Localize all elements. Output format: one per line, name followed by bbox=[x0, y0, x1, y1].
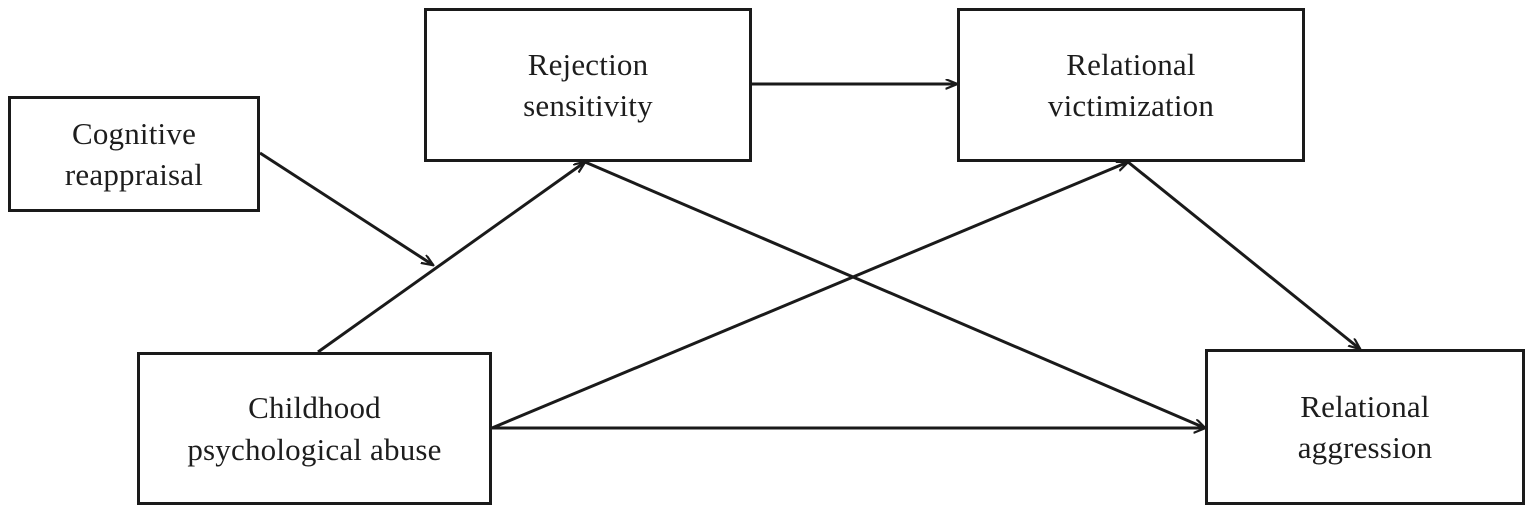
node-label-childhood-psychological-abuse: Childhood psychological abuse bbox=[187, 390, 442, 467]
edge-relational-victimization-to-relational-aggression bbox=[1127, 160, 1360, 349]
node-relational-aggression: Relational aggression bbox=[1205, 349, 1525, 505]
edge-rejection-sensitivity-to-relational-aggression bbox=[584, 160, 1205, 430]
edge-cognitive-reappraisal-to-path bbox=[259, 151, 433, 265]
node-label-relational-victimization: Relational victimization bbox=[1047, 46, 1215, 123]
node-label-rejection-sensitivity: Rejection sensitivity bbox=[523, 46, 653, 123]
node-label-relational-aggression: Relational aggression bbox=[1297, 388, 1433, 465]
node-rejection-sensitivity: Rejection sensitivity bbox=[424, 8, 752, 162]
node-label-cognitive-reappraisal: Cognitive reappraisal bbox=[64, 115, 204, 192]
node-relational-victimization: Relational victimization bbox=[957, 8, 1305, 162]
node-cognitive-reappraisal: Cognitive reappraisal bbox=[8, 96, 260, 212]
node-childhood-psychological-abuse: Childhood psychological abuse bbox=[137, 352, 492, 505]
edge-childhood-abuse-to-relational-victimization bbox=[491, 160, 1128, 430]
edge-childhood-abuse-to-rejection-sensitivity bbox=[317, 162, 585, 354]
